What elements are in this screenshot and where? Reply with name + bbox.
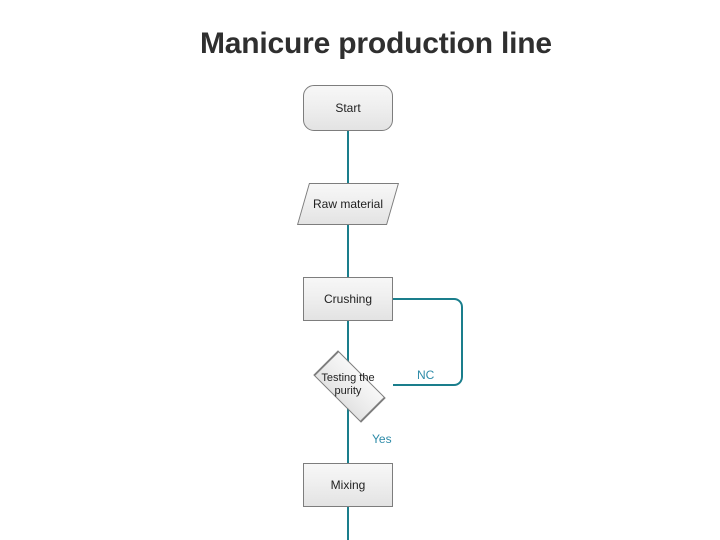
flow-node-mixing[interactable]: Mixing [303,463,393,507]
flow-node-crushing-label: Crushing [323,292,373,306]
flow-node-mixing-label: Mixing [330,478,366,492]
edge-label-yes: Yes [372,432,392,446]
flow-node-raw-material[interactable]: Raw material [296,183,400,225]
page-title: Manicure production line [200,27,552,60]
flow-node-raw-material-label: Raw material [312,197,384,211]
edge-label-nc: NC [417,368,435,382]
flow-node-start-label: Start [335,101,361,115]
flow-node-start[interactable]: Start [303,85,393,131]
connector-nc-feedback-loop [393,298,463,386]
flow-node-crushing[interactable]: Crushing [303,277,393,321]
